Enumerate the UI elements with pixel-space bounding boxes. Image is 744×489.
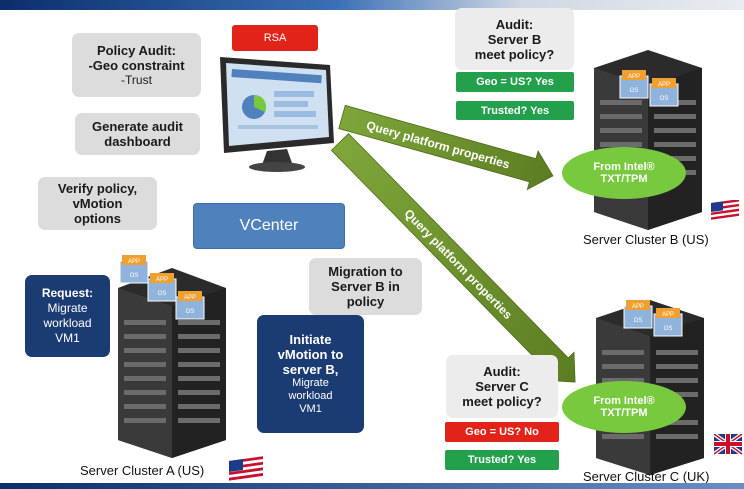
verify-policy-line2: vMotion <box>72 196 123 211</box>
vcenter-box: VCenter <box>193 203 345 249</box>
request-line3: workload <box>43 316 92 330</box>
initiate-line1: Initiate <box>289 332 332 347</box>
audit-c-title: Audit: <box>483 364 521 379</box>
us-flag-icon <box>711 200 739 220</box>
intel-ellipse-b-line1: From Intel® <box>593 161 655 173</box>
vm-stack-icon: APP OS APP OS APP OS <box>119 255 205 320</box>
cluster-a-caption: Server Cluster A (US) <box>80 463 205 478</box>
verify-policy-box: Verify policy, vMotion options <box>38 177 157 230</box>
audit-c-question: meet policy? <box>462 394 542 409</box>
generate-dashboard-line1: Generate audit <box>91 119 184 134</box>
request-box: Request: Migrate workload VM1 <box>25 275 110 357</box>
vm-app-label: APP <box>184 295 196 301</box>
generate-dashboard-box: Generate audit dashboard <box>75 113 200 155</box>
query-arrow-to-c <box>330 133 576 383</box>
vm-os-label: OS <box>630 88 639 94</box>
audit-b-box: Audit: Server B meet policy? <box>455 8 574 70</box>
uk-flag-icon <box>714 434 744 456</box>
query-arrow-label-b: Query platform properties <box>365 118 512 171</box>
audit-b-trusted-text: Trusted? Yes <box>480 104 550 117</box>
policy-audit-title: Policy Audit: <box>97 42 176 58</box>
audit-c-trusted-text: Trusted? Yes <box>467 454 537 466</box>
initiate-line3: server B, <box>282 362 339 377</box>
rsa-text: RSA <box>263 31 287 44</box>
audit-b-geo-badge: Geo = US? Yes <box>456 72 574 92</box>
audit-b-server: Server B <box>487 31 542 47</box>
initiate-line5: workload <box>288 390 333 402</box>
audit-b-question: meet policy? <box>474 46 555 62</box>
rsa-label: RSA <box>232 25 318 51</box>
query-arrow-to-b <box>338 104 554 191</box>
audit-c-trusted-badge: Trusted? Yes <box>445 450 559 470</box>
top-banner <box>0 0 744 10</box>
initiate-box: Initiate vMotion to server B, Migrate wo… <box>257 315 364 433</box>
generate-dashboard-line2: dashboard <box>104 134 171 149</box>
cluster-c-caption: Server Cluster C (UK) <box>583 469 710 484</box>
initiate-line4: Migrate <box>292 377 329 389</box>
us-flag-icon <box>229 456 263 481</box>
audit-c-box: Audit: Server C meet policy? <box>446 355 558 418</box>
migration-note-line3: policy <box>346 294 385 309</box>
cluster-b-caption: Server Cluster B (US) <box>583 232 709 247</box>
intel-txt-ellipse-c: From Intel® TXT/TPM <box>562 381 686 433</box>
initiate-line6: VM1 <box>299 403 322 415</box>
vm-os-label: OS <box>186 309 195 315</box>
request-title: Request: <box>41 286 94 300</box>
migration-note-line2: Server B in <box>331 279 400 294</box>
vm-os-label: OS <box>660 96 669 102</box>
vm-stack-icon: APP OS APP OS <box>619 70 679 107</box>
request-line4: VM1 <box>55 331 80 345</box>
vm-app-label: APP <box>632 304 644 310</box>
request-line2: Migrate <box>47 301 88 315</box>
intel-ellipse-c-line1: From Intel® <box>593 395 655 407</box>
audit-b-trusted-badge: Trusted? Yes <box>456 101 574 120</box>
intel-ellipse-c-line2: TXT/TPM <box>600 407 648 419</box>
vm-app-label: APP <box>128 259 140 265</box>
intel-txt-ellipse-b: From Intel® TXT/TPM <box>562 147 686 199</box>
audit-c-server: Server C <box>475 379 529 394</box>
verify-policy-line3: options <box>74 211 121 226</box>
vm-app-label: APP <box>628 74 640 80</box>
vm-os-label: OS <box>130 273 139 279</box>
migration-note-line1: Migration to <box>328 264 403 279</box>
vm-os-label: OS <box>664 326 673 332</box>
migration-note-box: Migration to Server B in policy <box>309 258 422 315</box>
intel-ellipse-b-line2: TXT/TPM <box>600 173 648 185</box>
policy-audit-box: Policy Audit: -Geo constraint -Trust <box>72 33 201 97</box>
vm-app-label: APP <box>662 312 674 318</box>
vm-app-label: APP <box>156 277 168 283</box>
verify-policy-line1: Verify policy, <box>57 181 138 196</box>
policy-audit-geo: -Geo constraint <box>88 57 185 73</box>
initiate-line2: vMotion to <box>277 347 344 362</box>
bottom-banner <box>0 483 744 489</box>
audit-c-geo-badge: Geo = US? No <box>445 422 559 442</box>
audit-c-geo-text: Geo = US? No <box>465 426 539 438</box>
vm-stack-icon: APP OS APP OS <box>623 300 683 337</box>
server-rack-icon <box>594 50 702 230</box>
vm-os-label: OS <box>634 318 643 324</box>
vm-os-label: OS <box>158 291 167 297</box>
audit-b-geo-text: Geo = US? Yes <box>476 76 554 88</box>
monitor-icon <box>220 57 334 172</box>
vcenter-label: VCenter <box>239 217 299 234</box>
vm-app-label: APP <box>658 82 670 88</box>
audit-b-title: Audit: <box>495 16 534 32</box>
policy-audit-trust: -Trust <box>121 72 152 87</box>
